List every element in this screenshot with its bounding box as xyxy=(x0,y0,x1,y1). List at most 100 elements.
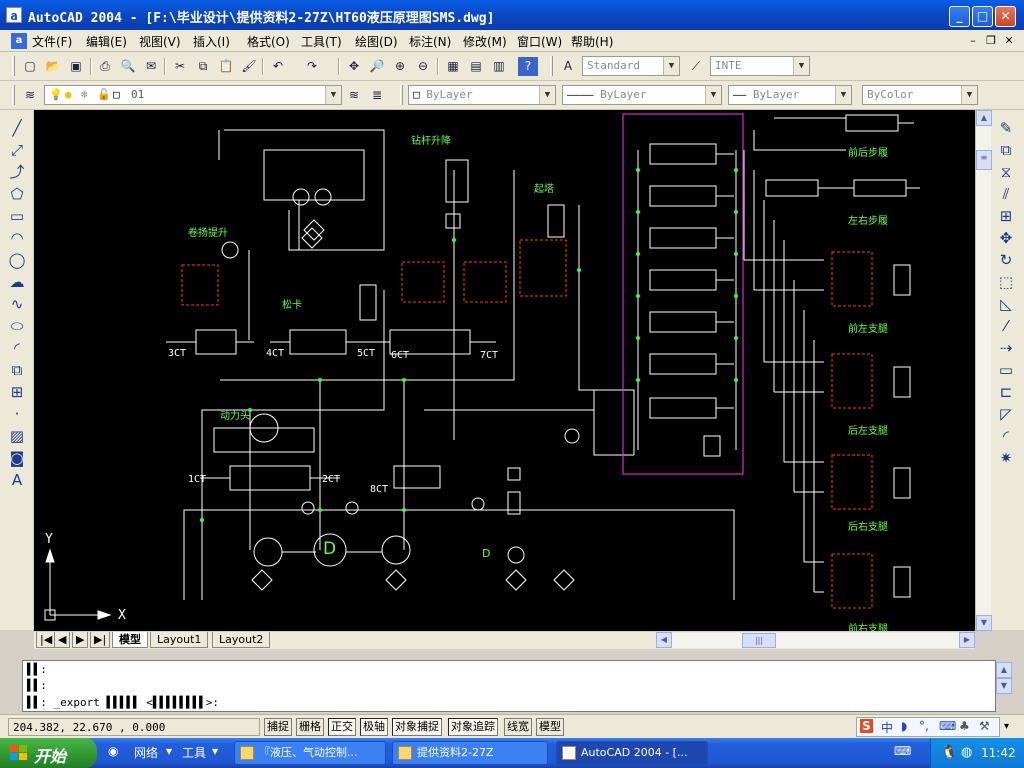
pan-icon[interactable]: ✥ xyxy=(348,59,360,73)
toggle-polar[interactable]: 极轴 xyxy=(360,718,388,736)
open-icon[interactable]: 📂 xyxy=(45,59,61,73)
construction-line-icon[interactable]: ⤢ xyxy=(10,141,23,159)
copy-icon[interactable]: ⧉ xyxy=(198,59,208,73)
ime-skin-icon[interactable]: ♣ xyxy=(959,719,970,733)
revision-cloud-icon[interactable]: ☁ xyxy=(9,273,25,291)
document-icon[interactable]: a xyxy=(11,33,27,49)
keyboard-icon[interactable]: ⌨ xyxy=(894,744,912,758)
chevron-down-icon[interactable]: ▼ xyxy=(961,86,977,104)
array-icon[interactable]: ⊞ xyxy=(999,207,1013,225)
layer-previous-icon[interactable]: ≣ xyxy=(371,88,383,102)
toolbar-grip[interactable] xyxy=(12,56,15,76)
doc-close-button[interactable]: ✕ xyxy=(1004,34,1014,47)
menu-window[interactable]: 窗口(W) xyxy=(517,35,563,49)
task-autocad[interactable]: AutoCAD 2004 - [... xyxy=(556,741,708,765)
command-input[interactable]: ▌▌: _export ▌▌▌▌▌ <▌▌▌▌▌▌▌▌>: xyxy=(27,696,220,709)
make-object-layer-current-icon[interactable]: ≋ xyxy=(348,88,360,102)
hatch-icon[interactable]: ▨ xyxy=(9,427,25,445)
design-center-icon[interactable]: ▤ xyxy=(470,59,482,73)
polyline-icon[interactable]: ⤴ xyxy=(9,163,25,181)
plot-preview-icon[interactable]: 🔍 xyxy=(120,59,136,73)
drawing-canvas[interactable]: 钻杆升降 起塔 卷扬提升 松卡 动力头 前后步履 左右步履 前左支腿 后左支腿 … xyxy=(34,110,975,631)
print-icon[interactable]: ⎙ xyxy=(100,59,110,73)
break-icon[interactable]: ▭ xyxy=(998,361,1014,379)
close-button[interactable]: ✕ xyxy=(995,6,1016,27)
chevron-down-icon[interactable]: ▼ xyxy=(539,86,555,104)
scroll-right-icon[interactable]: ▶ xyxy=(959,632,975,648)
join-icon[interactable]: ⊏ xyxy=(999,383,1013,401)
chamfer-icon[interactable]: ◸ xyxy=(1000,405,1012,423)
explode-icon[interactable]: ✷ xyxy=(999,449,1013,467)
toggle-model[interactable]: 模型 xyxy=(536,718,564,736)
start-button[interactable]: 开始 xyxy=(0,738,97,768)
toggle-snap[interactable]: 捕捉 xyxy=(264,718,292,736)
text-style-combo[interactable]: Standard▼ xyxy=(582,56,680,76)
ime-chinese-mode[interactable]: 中 xyxy=(881,721,894,735)
quicklaunch-tools[interactable]: 工具 xyxy=(182,746,207,760)
task-folder[interactable]: 提供资料2-27Z xyxy=(392,741,548,765)
mirror-icon[interactable]: ⧖ xyxy=(1000,163,1012,181)
plotstyle-combo[interactable]: ByColor▼ xyxy=(862,85,978,105)
ime-toolbar[interactable]: S 中 ◗ °, ⌨ ♣ ⚒ xyxy=(856,717,1000,737)
make-block-icon[interactable]: ⊞ xyxy=(10,383,24,401)
circle-icon[interactable]: ◯ xyxy=(8,251,26,269)
point-icon[interactable]: · xyxy=(14,405,20,423)
doc-minimize-button[interactable]: – xyxy=(970,34,976,47)
task-word-document[interactable]: 『液压、气动控制... xyxy=(234,741,386,765)
menu-help[interactable]: 帮助(H) xyxy=(571,35,614,49)
chevron-down-icon[interactable]: ▾ xyxy=(166,744,173,758)
vertical-scrollbar[interactable]: ▲ ≡ ▼ xyxy=(975,110,992,631)
maximize-button[interactable]: □ xyxy=(972,6,993,27)
cmd-scroll-down-icon[interactable]: ▼ xyxy=(996,678,1012,694)
fillet-icon[interactable]: ◜ xyxy=(1003,427,1009,445)
tab-layout2[interactable]: Layout2 xyxy=(212,632,271,648)
menu-file[interactable]: 文件(F) xyxy=(32,35,73,49)
erase-icon[interactable]: ✎ xyxy=(999,119,1013,137)
command-history[interactable]: ▌▌: ▌▌: ▌▌: _export ▌▌▌▌▌ <▌▌▌▌▌▌▌▌>: xyxy=(22,660,996,712)
toggle-otrack[interactable]: 对象追踪 xyxy=(448,718,498,736)
ime-halfwidth-icon[interactable]: ◗ xyxy=(901,719,908,733)
toolbar-grip[interactable] xyxy=(550,56,553,76)
layer-combo[interactable]: 💡 ● ❄ 🔓 □ 01 ▼ xyxy=(44,85,342,105)
hscroll-track[interactable]: ||| xyxy=(672,633,960,648)
menu-modify[interactable]: 修改(M) xyxy=(463,35,507,49)
menu-insert[interactable]: 插入(I) xyxy=(193,35,230,49)
undo-icon[interactable]: ↶ xyxy=(272,59,284,73)
polygon-icon[interactable]: ⬠ xyxy=(10,185,24,203)
properties-icon[interactable]: ▦ xyxy=(447,59,459,73)
lineweight-combo[interactable]: —— ByLayer▼ xyxy=(728,85,852,105)
new-icon[interactable]: ▢ xyxy=(24,59,36,73)
tab-last-icon[interactable]: ▶| xyxy=(90,632,111,648)
chevron-down-icon[interactable]: ▼ xyxy=(793,57,809,75)
zoom-previous-icon[interactable]: ⊖ xyxy=(417,59,429,73)
region-icon[interactable]: ◙ xyxy=(9,449,25,467)
ellipse-arc-icon[interactable]: ◜ xyxy=(14,339,20,357)
chevron-down-icon[interactable]: ▼ xyxy=(663,57,679,75)
stretch-icon[interactable]: ◺ xyxy=(1000,295,1012,313)
tab-next-icon[interactable]: ▶ xyxy=(72,632,89,648)
menu-draw[interactable]: 绘图(D) xyxy=(355,35,398,49)
quicklaunch-network[interactable]: 网络 xyxy=(134,746,159,760)
ime-punctuation-icon[interactable]: °, xyxy=(919,719,929,733)
scroll-down-icon[interactable]: ▼ xyxy=(976,615,992,631)
chevron-down-icon[interactable]: ▼ xyxy=(325,86,341,104)
redo-icon[interactable]: ↷ xyxy=(306,59,318,73)
insert-block-icon[interactable]: ⧉ xyxy=(11,361,23,379)
ime-tools-icon[interactable]: ⚒ xyxy=(979,719,990,733)
autocad-app-icon[interactable]: a xyxy=(6,7,22,23)
toolbar-grip[interactable] xyxy=(12,85,15,105)
toggle-grid[interactable]: 栅格 xyxy=(296,718,324,736)
move-icon[interactable]: ✥ xyxy=(999,229,1013,247)
minimize-button[interactable]: _ xyxy=(949,6,970,27)
title-bar[interactable]: a AutoCAD 2004 - [F:\毕业设计\提供资料2-27Z\HT60… xyxy=(0,0,1024,30)
scroll-thumb[interactable]: ≡ xyxy=(976,150,992,170)
chevron-down-icon[interactable]: ▾ xyxy=(212,744,219,758)
chevron-down-icon[interactable]: ▼ xyxy=(835,86,851,104)
menu-format[interactable]: 格式(O) xyxy=(247,35,290,49)
tab-layout1[interactable]: Layout1 xyxy=(150,632,209,648)
cmd-scroll-up-icon[interactable]: ▲ xyxy=(996,662,1012,678)
doc-restore-button[interactable]: ❐ xyxy=(986,34,996,47)
paste-icon[interactable]: 📋 xyxy=(218,59,234,73)
ellipse-icon[interactable]: ⬭ xyxy=(10,317,24,335)
menu-tools[interactable]: 工具(T) xyxy=(301,35,342,49)
